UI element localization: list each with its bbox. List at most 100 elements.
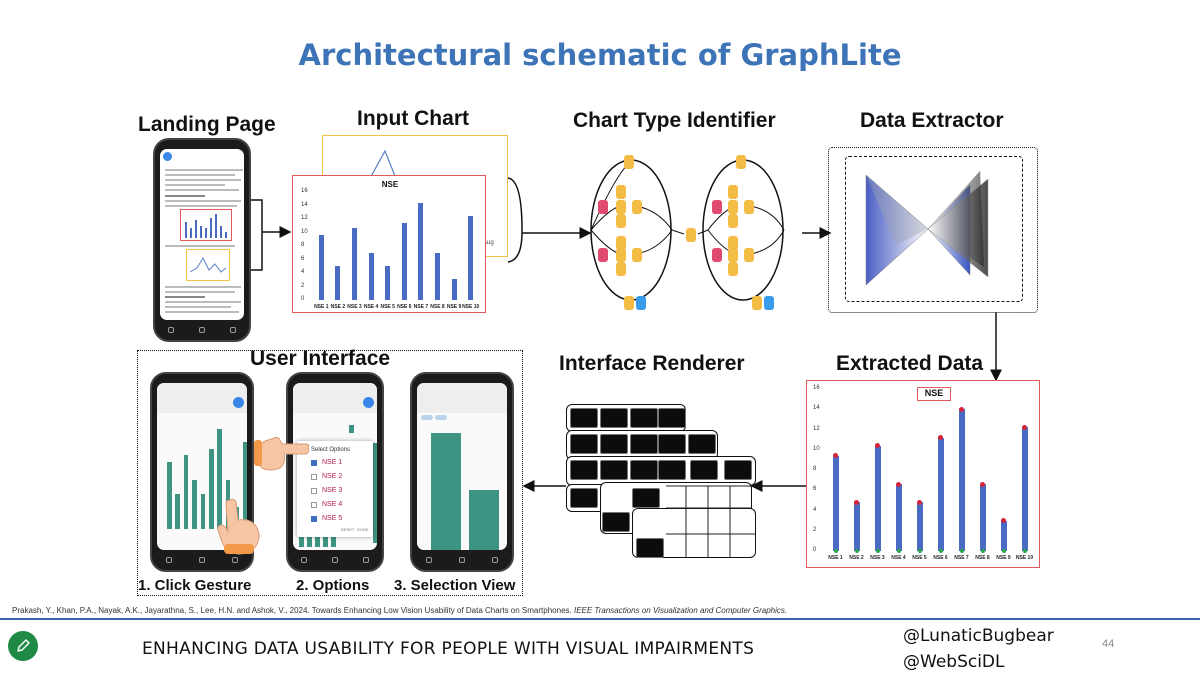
neural-network-classifier	[588, 150, 804, 320]
footer-divider	[0, 618, 1200, 620]
x-tick-label: NSE 1	[828, 555, 843, 561]
stage-label-chart-type-identifier: Chart Type Identifier	[573, 109, 776, 132]
bar	[937, 437, 944, 551]
y-tick-label: 16	[301, 188, 308, 194]
network-node	[624, 155, 634, 169]
checkbox-icon[interactable]	[311, 459, 317, 466]
landing-phone	[153, 138, 251, 342]
y-tick-label: 12	[813, 425, 820, 432]
y-tick-label: 0	[813, 547, 817, 553]
baseline-marker	[1022, 549, 1027, 553]
options-heading: Select Options	[311, 447, 351, 453]
checkbox-icon[interactable]	[311, 473, 317, 480]
data-point-marker	[875, 443, 880, 449]
bar	[979, 484, 986, 551]
caption-selection-view: 3. Selection View	[394, 577, 516, 594]
user-interface-frame	[137, 350, 523, 596]
x-tick-label: NSE 2	[330, 304, 346, 310]
x-tick-label: NSE 8	[975, 555, 990, 561]
checkbox-icon[interactable]	[311, 515, 317, 522]
bar	[385, 266, 391, 300]
y-tick-label: 2	[301, 282, 305, 289]
blue-dot-icon	[163, 152, 172, 161]
option-nse-5[interactable]: NSE 5	[311, 515, 342, 522]
data-point-marker	[917, 499, 922, 505]
bar	[318, 235, 324, 300]
bar	[853, 502, 860, 551]
caption-click-gesture: 1. Click Gesture	[138, 577, 252, 594]
y-tick-label: 14	[301, 201, 308, 208]
x-tick-label: NSE 3	[870, 555, 885, 561]
bar	[192, 480, 197, 529]
baseline-marker	[833, 549, 838, 553]
stage-label-data-extractor: Data Extractor	[860, 109, 1004, 132]
bar	[401, 223, 407, 300]
bar	[167, 461, 172, 529]
option-nse-2[interactable]: NSE 2	[311, 473, 342, 480]
x-tick-label: NSE 1	[314, 304, 329, 310]
y-tick-label: 8	[813, 466, 817, 472]
blue-dot-icon[interactable]	[233, 397, 244, 408]
autoencoder-box	[845, 156, 1023, 302]
stage-label-input-chart: Input Chart	[357, 107, 469, 130]
option-nse-1[interactable]: NSE 1	[311, 459, 342, 466]
data-point-marker	[938, 435, 943, 441]
baseline-marker	[938, 549, 943, 553]
twitter-handle-2: @WebSciDL	[903, 652, 1005, 672]
pencil-edit-icon	[17, 639, 30, 652]
reset-button[interactable]: RESET	[341, 527, 355, 532]
bar	[958, 409, 965, 551]
y-tick-label: 6	[301, 255, 305, 262]
y-tick-label: 0	[301, 296, 305, 302]
baseline-marker	[959, 549, 964, 553]
bar	[468, 216, 474, 300]
x-tick-label: NSE 2	[849, 555, 864, 561]
bar	[418, 203, 424, 300]
x-tick-label: NSE 9	[446, 304, 462, 310]
data-point-marker	[1022, 424, 1027, 430]
data-point-marker	[1001, 518, 1006, 524]
bar	[200, 494, 206, 529]
done-button[interactable]: DONE	[357, 527, 369, 532]
y-tick-label: 10	[301, 228, 308, 235]
edit-button[interactable]	[8, 631, 38, 661]
baseline-marker	[980, 549, 985, 553]
bar	[217, 428, 222, 529]
y-tick-label: 8	[301, 242, 305, 248]
slide-title: Architectural schematic of GraphLite	[298, 38, 902, 72]
option-nse-3[interactable]: NSE 3	[311, 487, 342, 494]
x-tick-label: NSE 7	[413, 304, 429, 310]
baseline-marker	[917, 549, 922, 553]
stage-label-landing-page: Landing Page	[138, 113, 276, 136]
bar	[832, 455, 839, 551]
option-nse-4[interactable]: NSE 4	[311, 501, 342, 508]
data-extractor-frame	[828, 147, 1038, 313]
checkbox-icon[interactable]	[311, 487, 317, 494]
data-point-marker	[959, 406, 964, 412]
ui-phone-selection-view	[410, 372, 514, 572]
data-point-marker	[833, 453, 838, 459]
options-dialog: Select Options NSE 1 NSE 2 NSE 3 NSE 4 N…	[297, 441, 373, 537]
bar	[352, 228, 357, 300]
ui-phone-options: Select Options NSE 1 NSE 2 NSE 3 NSE 4 N…	[286, 372, 384, 572]
x-tick-label: NSE 5	[380, 304, 395, 310]
twitter-handle-1: @LunaticBugbear	[903, 626, 1054, 646]
bar	[451, 279, 457, 300]
bar	[435, 252, 440, 300]
page-number: 44	[1102, 638, 1115, 650]
data-point-marker	[854, 499, 859, 505]
stage-label-user-interface: User Interface	[250, 347, 391, 370]
x-tick-label: NSE 6	[933, 555, 948, 561]
bar	[874, 445, 881, 551]
mini-line-chart-thumbnail	[186, 249, 230, 281]
x-tick-label: NSE 4	[363, 304, 379, 310]
bar	[335, 266, 341, 300]
data-point-marker	[896, 481, 901, 487]
blue-dot-icon[interactable]	[363, 397, 374, 408]
baseline-marker	[1001, 549, 1006, 553]
back-chart-last-label: Aug	[483, 240, 494, 246]
checkbox-icon[interactable]	[311, 501, 317, 508]
y-tick-label: 6	[813, 486, 817, 493]
